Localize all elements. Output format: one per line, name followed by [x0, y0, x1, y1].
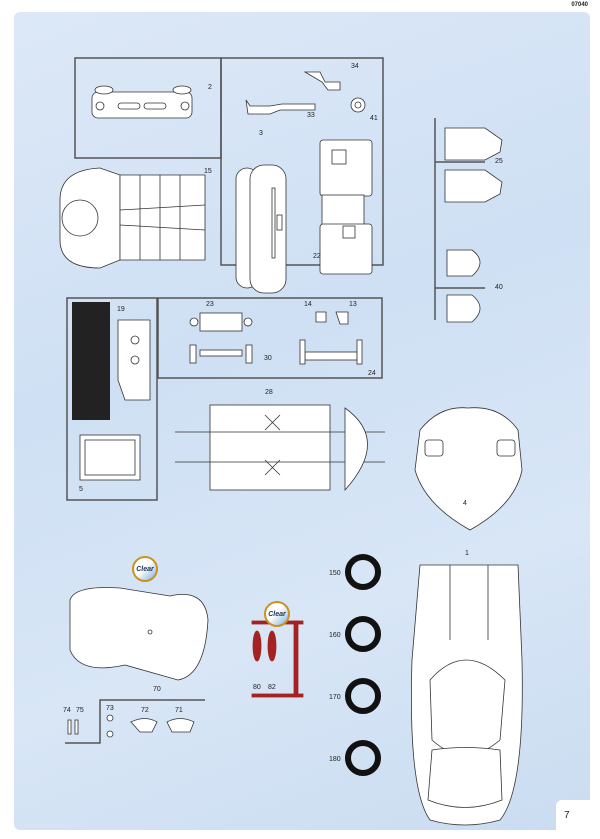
clear-runner-70: [65, 699, 205, 744]
part-label: 41: [370, 115, 378, 122]
page-number: 7: [564, 810, 570, 821]
clear-badge-red-sprue: Clear: [264, 601, 290, 627]
part-label: 23: [206, 301, 214, 308]
part-label: 13: [349, 301, 357, 308]
part-label: 70: [153, 686, 161, 693]
part-label: 25: [495, 158, 503, 165]
part-label: 15: [204, 168, 212, 175]
part-label: 74: [63, 707, 71, 714]
part-24-suspension: [299, 339, 363, 365]
part-30-suspension: [189, 344, 253, 364]
part-1-body: [410, 564, 523, 826]
part-19-dashboard: [117, 319, 151, 401]
part-23-crossmember: [189, 312, 253, 332]
part-label: 5: [79, 486, 83, 493]
part-25-seats: [444, 127, 503, 203]
clear-badge: Clear: [132, 556, 158, 582]
part-label: 14: [304, 301, 312, 308]
part-label: 28: [265, 389, 273, 396]
tire-label: 150: [329, 570, 341, 577]
page-corner: [556, 800, 600, 839]
clear-windshield: [69, 587, 209, 681]
part-label: 19: [117, 306, 125, 313]
part-15-floor-pan: [59, 167, 206, 269]
part-label: 3: [259, 130, 263, 137]
tire-label: 180: [329, 756, 341, 763]
part-label: 71: [175, 707, 183, 714]
part-label: 2: [208, 84, 212, 91]
sprue-frame-top: [74, 57, 384, 266]
black-part-block: [72, 302, 110, 420]
part-label: 22: [313, 253, 321, 260]
part-label: 80: [253, 684, 261, 691]
part-5-frame: [79, 434, 141, 481]
part-label: 33: [307, 112, 315, 119]
tires: [345, 554, 381, 776]
sprue-runner-seats: [434, 118, 485, 320]
part-label: 24: [368, 370, 376, 377]
part-41-washer: [350, 97, 366, 113]
part-label: 4: [463, 500, 467, 507]
tire-label: 160: [329, 632, 341, 639]
part-40-seat-backs: [446, 249, 481, 323]
part-34-bracket: [303, 71, 341, 91]
sprue-frame-middle: [66, 297, 383, 501]
part-33-bracket: [245, 99, 316, 115]
part-3-rear-panel: [235, 164, 287, 294]
part-label: 30: [264, 355, 272, 362]
part-label: 34: [351, 63, 359, 70]
part-4-hood: [414, 407, 523, 531]
part-label: 1: [465, 550, 469, 557]
clear-small-parts: [67, 714, 195, 738]
part-14-13-brackets: [315, 311, 349, 325]
part-2-front-bumper: [91, 85, 193, 119]
part-22-seat-base: [319, 139, 373, 275]
part-label: 82: [268, 684, 276, 691]
tire-label: 170: [329, 694, 341, 701]
part-label: 73: [106, 705, 114, 712]
part-label: 72: [141, 707, 149, 714]
kit-code: 07040: [571, 2, 588, 8]
part-28-chassis: [175, 404, 385, 492]
part-label: 40: [495, 284, 503, 291]
part-label: 75: [76, 707, 84, 714]
